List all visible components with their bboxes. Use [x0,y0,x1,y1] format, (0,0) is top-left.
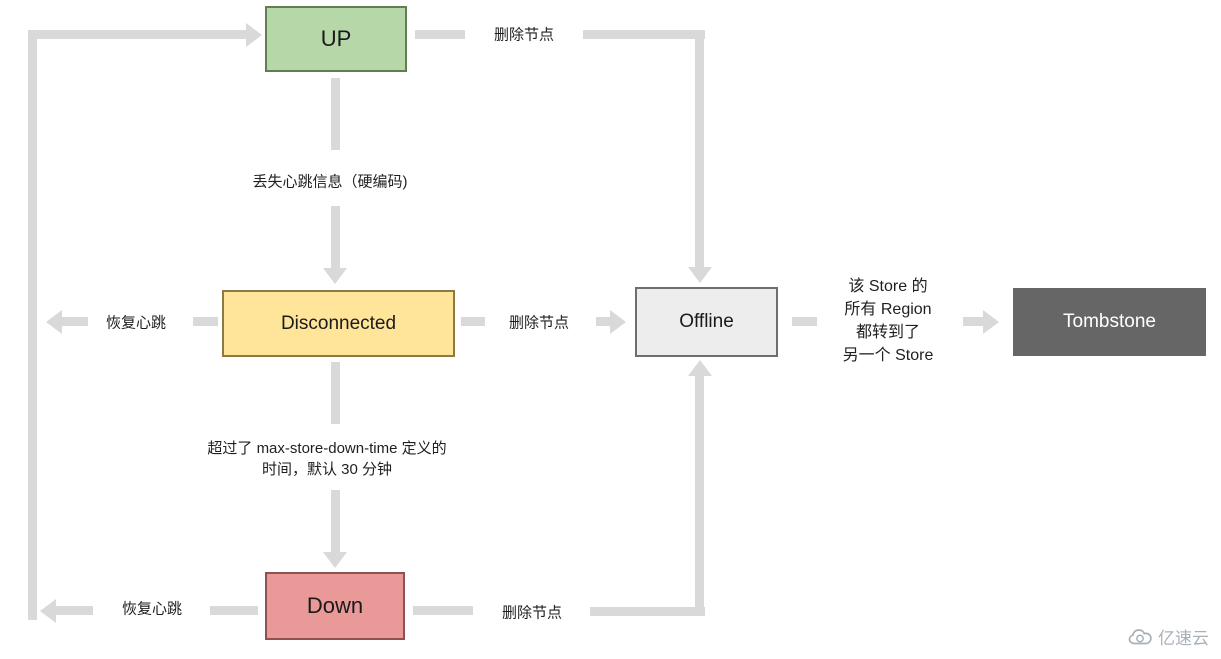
node-offline: Offline [635,287,778,357]
edge-recover-mid-dash [193,317,218,326]
edge-recover-mid-shaft [62,317,88,326]
node-down: Down [265,572,405,640]
label-max-store-down-time: 超过了 max-store-down-time 定义的 时间，默认 30 分钟 [205,438,449,480]
arrowhead-into-down-top [323,552,347,568]
edge-up-delete-dash [415,30,465,39]
edge-up-delete-horizontal [583,30,705,39]
label-disconnected-delete: 删除节点 [506,311,572,333]
label-store-region-moved-line4: 另一个 Store [842,347,934,364]
label-store-region-moved: 该 Store 的 所有 Region 都转到了 另一个 Store [840,275,936,367]
edge-recover-bottom-dash [210,606,258,615]
node-tombstone: Tombstone [1013,288,1206,356]
label-recover-heartbeat-mid: 恢复心跳 [103,311,169,333]
label-lost-heartbeat: 丢失心跳信息（硬编码) [250,170,410,192]
arrowhead-into-up [246,23,262,47]
arrowhead-into-tombstone [983,310,999,334]
edge-up-disconnected-seg2 [331,206,340,268]
edge-up-delete-vertical [695,30,704,267]
label-recover-heartbeat-bottom: 恢复心跳 [119,597,185,619]
watermark: 亿速云 [1128,624,1209,649]
edge-offline-tombstone-dash [792,317,817,326]
edge-offline-tombstone-shaft [963,317,983,326]
node-disconnected: Disconnected [222,290,455,357]
edge-down-delete-dash [413,606,473,615]
label-max-store-down-time-line1: 超过了 max-store-down-time 定义的 [207,440,447,457]
label-max-store-down-time-line2: 时间，默认 30 分钟 [261,461,393,478]
edge-left-rail-vertical [28,30,37,620]
arrowhead-recover-bottom-left [40,599,56,623]
label-up-delete-node: 删除节点 [491,23,557,45]
edge-disconnected-delete-dash [461,317,485,326]
arrowhead-into-offline-left [610,310,626,334]
edge-disconnected-down-seg2 [331,490,340,552]
label-down-delete-node: 删除节点 [499,601,565,623]
arrowhead-into-disconnected-top [323,268,347,284]
node-up: UP [265,6,407,72]
watermark-text: 亿速云 [1158,629,1209,648]
label-store-region-moved-line1: 该 Store 的 [848,278,928,295]
arrowhead-into-offline-top [688,267,712,283]
edge-left-rail-top-horizontal [28,30,246,39]
cloud-logo-icon [1128,627,1154,647]
edge-disconnected-down-seg1 [331,362,340,424]
edge-up-disconnected-seg1 [331,78,340,150]
edge-recover-bottom-shaft [56,606,93,615]
label-store-region-moved-line2: 所有 Region [844,301,932,318]
edge-down-delete-vertical [695,376,704,616]
edge-disconnected-delete-shaft [596,317,610,326]
arrowhead-into-offline-bottom [688,360,712,376]
arrowhead-recover-mid-left [46,310,62,334]
label-store-region-moved-line3: 都转到了 [855,324,921,341]
edge-down-delete-horizontal [590,607,705,616]
